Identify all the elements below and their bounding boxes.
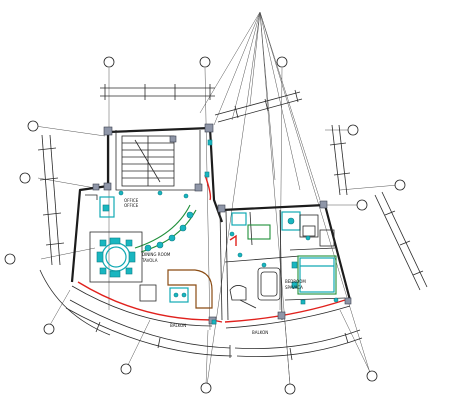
grid-bubble-bottom-5	[366, 370, 378, 382]
living-sofa	[139, 269, 213, 309]
small-fixtures	[118, 139, 339, 325]
grid-bubble-top-3	[276, 56, 288, 68]
bedroom-sublabel: SPAVACA	[285, 285, 303, 290]
grid-bubble-bottom-1	[43, 323, 55, 335]
grid-axes	[34, 67, 399, 386]
balkon-left-label: BALKON	[170, 323, 186, 328]
grid-bubble-right-3	[394, 179, 406, 191]
grid-bubble-right-1	[347, 124, 359, 136]
radial-construction-lines	[199, 11, 371, 386]
grid-bubble-left-2	[19, 172, 31, 184]
grid-bubble-left-3	[4, 253, 16, 265]
grid-bubble-bottom-2	[120, 363, 132, 375]
grid-bubble-bottom-4	[284, 383, 296, 395]
grid-bubble-right-2	[356, 199, 368, 211]
balcony-outline	[71, 174, 351, 329]
bedroom-furniture	[291, 229, 337, 295]
grid-bubble-bottom-3	[200, 382, 212, 394]
grid-bubbles	[4, 56, 406, 395]
dimension-lines	[37, 84, 428, 361]
staircase	[121, 135, 175, 187]
dining-table	[89, 231, 143, 283]
office-sublabel: OFFICE	[124, 203, 139, 208]
room-labels: OFFICE OFFICE DINING ROOM TAVOLA BALKON …	[124, 198, 306, 335]
grid-bubble-top-2	[199, 56, 211, 68]
bedroom-label: BEDROOM	[285, 279, 306, 284]
grid-bubble-top-1	[103, 56, 115, 68]
grid-bubble-left-1	[27, 120, 39, 132]
dining-label: DINING ROOM	[142, 252, 171, 257]
bathroom-fixtures	[229, 211, 319, 309]
office-label: OFFICE	[124, 198, 139, 203]
dining-sublabel: TAVOLA	[141, 258, 158, 263]
balkon-right-label: BALKON	[252, 330, 268, 335]
